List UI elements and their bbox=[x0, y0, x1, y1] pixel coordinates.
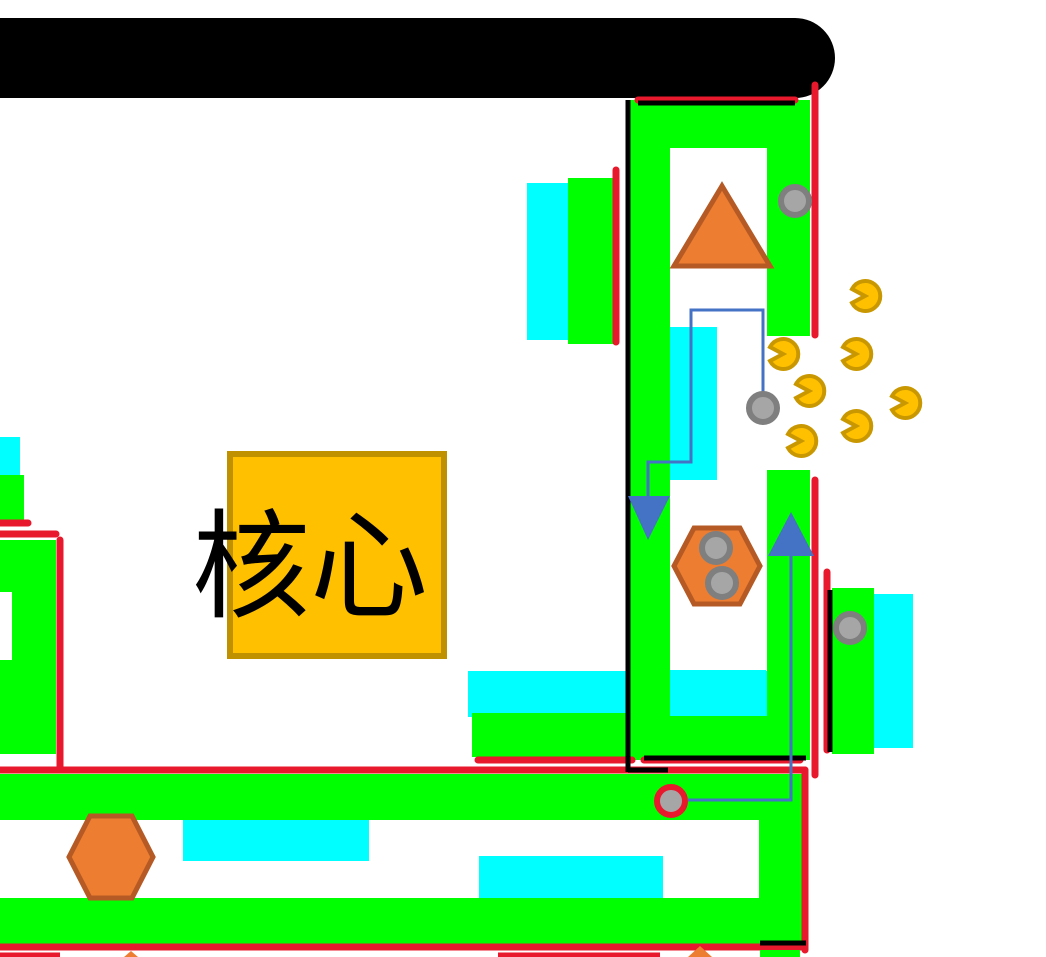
coin-icon[interactable] bbox=[840, 337, 874, 371]
wall-block bbox=[0, 898, 805, 944]
water-patch bbox=[183, 820, 369, 861]
nodes bbox=[699, 184, 867, 645]
coin-icon[interactable] bbox=[849, 279, 883, 313]
coin-icon[interactable] bbox=[767, 337, 801, 371]
path-arrow-icon bbox=[768, 512, 814, 556]
water-patch bbox=[479, 856, 663, 898]
wall-block bbox=[630, 100, 670, 760]
triangle-enemy-icon bbox=[688, 946, 712, 957]
coin-icon[interactable] bbox=[793, 374, 827, 408]
triangle-enemy-icon[interactable] bbox=[669, 181, 775, 269]
top-wall bbox=[0, 18, 835, 98]
coins bbox=[767, 279, 923, 458]
water-patch bbox=[874, 594, 913, 748]
path-line bbox=[688, 552, 793, 802]
coin-icon[interactable] bbox=[785, 424, 819, 458]
coin-icon[interactable] bbox=[840, 409, 874, 443]
triangle-enemy-icon bbox=[124, 951, 138, 957]
black-borders bbox=[625, 100, 833, 946]
wall-block bbox=[630, 716, 810, 760]
wall-block bbox=[0, 475, 24, 521]
path-arrow-icon bbox=[628, 496, 670, 540]
wall-block bbox=[472, 713, 632, 757]
gray-node-icon[interactable] bbox=[833, 611, 867, 645]
floor-tile bbox=[0, 592, 12, 660]
water-patch bbox=[670, 327, 717, 480]
water-patch bbox=[670, 670, 766, 716]
coin-icon[interactable] bbox=[889, 386, 923, 420]
hexagon-enemy-icon[interactable] bbox=[66, 813, 156, 901]
core-label: 核心 bbox=[192, 498, 428, 636]
green-walls bbox=[0, 100, 874, 944]
wall-block bbox=[568, 178, 615, 344]
wall-block bbox=[767, 100, 810, 336]
gray-node-icon[interactable] bbox=[699, 531, 733, 565]
red-borders bbox=[0, 81, 831, 954]
gray-node-icon[interactable] bbox=[746, 391, 780, 425]
wall-block bbox=[760, 950, 800, 957]
spawn-point-icon[interactable] bbox=[654, 784, 688, 818]
enemy-path bbox=[646, 308, 793, 802]
gray-node-icon[interactable] bbox=[778, 184, 812, 218]
gray-node-icon[interactable] bbox=[705, 566, 739, 600]
path-line bbox=[646, 308, 765, 500]
floor-tile bbox=[369, 820, 479, 898]
bottom-fragments bbox=[0, 946, 800, 957]
core-block[interactable] bbox=[227, 451, 447, 659]
